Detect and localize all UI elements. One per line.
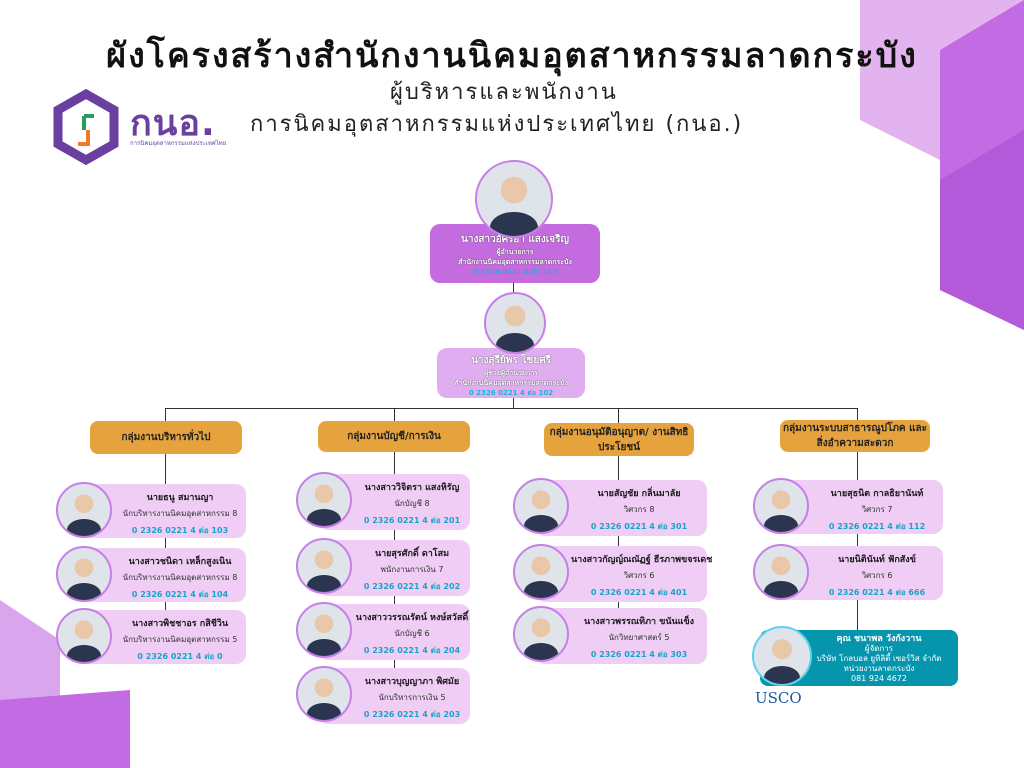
staff-position: วิศวกร 7 (861, 505, 893, 514)
usco-logo: USCO (755, 689, 802, 707)
contractor-photo (752, 626, 812, 686)
staff-position: นักวิทยาศาสตร์ 5 (608, 633, 670, 642)
staff-name: นายสุรศักดิ์ ดาโสม (374, 549, 450, 559)
connector (394, 408, 395, 422)
staff-position: นักบัญชี 6 (394, 629, 430, 638)
assistant-name: นางสุรีย์พร โชยศรี (471, 355, 551, 366)
staff-position: วิศวกร 6 (861, 571, 893, 580)
contractor-unit: หน่วยงานลาดกระบัง (843, 664, 915, 673)
director-phone: 0 2326 0221 4 ต่อ 111 (472, 268, 558, 276)
staff-card: นายธนู สมานญานักบริหารงานนิคมอุตสาหกรรม … (78, 484, 246, 538)
staff-photo (296, 602, 352, 658)
staff-photo (296, 472, 352, 528)
staff-photo (513, 478, 569, 534)
staff-position: นักบริหารงานนิคมอุตสาหกรรม 8 (122, 573, 238, 582)
connector (857, 452, 858, 632)
staff-phone: 0 2326 0221 4 ต่อ 104 (131, 590, 229, 599)
group-header: กลุ่มงานอนุมัติอนุญาต/ งานสิทธิประโยชน์ (544, 423, 694, 456)
staff-phone: 0 2326 0221 4 ต่อ 303 (590, 650, 688, 659)
staff-photo (56, 546, 112, 602)
contractor-company: บริษัท โกลบอล ยูทิลิตี้ เซอร์วิส จำกัด (816, 654, 942, 663)
staff-name: นางสาววิจิตรา แสงหิรัญ (364, 483, 460, 493)
group-header: กลุ่มงานระบบสาธารณูปโภค และสิ่งอำความสะด… (780, 420, 930, 452)
group-header: กลุ่มงานบริหารทั่วไป (90, 421, 242, 454)
staff-position: วิศวกร 6 (623, 571, 655, 580)
staff-position: นักบัญชี 8 (394, 499, 430, 508)
contractor-name: คุณ ชนาพล วังกังวาน (836, 634, 922, 644)
staff-name: นางสาวพิชชาอร กสิชีวิน (131, 619, 229, 629)
staff-name: นายนิตินันท์ ฟักสังข์ (838, 555, 916, 565)
staff-phone: 0 2326 0221 4 ต่อ 666 (828, 588, 926, 597)
staff-card: นายสุธนิต กาลธิยานันท์วิศวกร 7 0 2326 022… (775, 480, 943, 534)
staff-position: พนักงานการเงิน 7 (380, 565, 444, 574)
staff-name: นายสัญชัย กลิ่นมาลัย (597, 489, 681, 499)
assistant-director-card: นางสุรีย์พร โชยศรี ผู้ช่วยผู้อำนวยการ สำ… (437, 348, 585, 398)
staff-name: นายสุธนิต กาลธิยานันท์ (830, 489, 924, 499)
staff-phone: 0 2326 0221 4 ต่อ 103 (131, 526, 229, 535)
staff-name: นางสาวชนิดา เหล็กสูงเนิน (128, 557, 232, 567)
staff-photo (513, 544, 569, 600)
staff-name: นายธนู สมานญา (146, 493, 214, 503)
staff-phone: 0 2326 0221 4 ต่อ 0 (137, 652, 223, 661)
staff-name: นางสาวบุญญาภา พิศมัย (364, 677, 460, 687)
page-title: ผังโครงสร้างสำนักงานนิคมอุตสาหกรรมลาดกระ… (106, 36, 918, 76)
staff-phone: 0 2326 0221 4 ต่อ 112 (828, 522, 926, 531)
assistant-office: สำนักงานนิคมอุตสาหกรรมลาดกระบัง (454, 379, 568, 387)
group-header: กลุ่มงานบัญชี/การเงิน (318, 421, 470, 452)
staff-photo (513, 606, 569, 662)
logo-subtitle: การนิคมอุตสาหกรรมแห่งประเทศไทย (130, 140, 227, 147)
page-subtitle: ผู้บริหารและพนักงาน (390, 80, 618, 105)
connector (857, 408, 858, 422)
staff-phone: 0 2326 0221 4 ต่อ 201 (363, 516, 461, 525)
connector (165, 408, 858, 409)
staff-phone: 0 2326 0221 4 ต่อ 401 (590, 588, 688, 597)
staff-photo (56, 608, 112, 664)
connector (165, 408, 166, 422)
hexagon-logo-icon (53, 88, 119, 166)
staff-phone: 0 2326 0221 4 ต่อ 301 (590, 522, 688, 531)
director-office: สำนักงานนิคมอุตสาหกรรมลาดกระบัง (458, 258, 572, 266)
staff-photo (296, 666, 352, 722)
staff-position: นักบริหารงานนิคมอุตสาหกรรม 5 (122, 635, 238, 644)
staff-photo (753, 544, 809, 600)
organization-name: การนิคมอุตสาหกรรมแห่งประเทศไทย (กนอ.) (250, 112, 744, 137)
assistant-phone: 0 2326 0221 4 ต่อ 102 (468, 389, 554, 397)
connector (618, 408, 619, 424)
staff-position: วิศวกร 8 (623, 505, 655, 514)
staff-photo (753, 478, 809, 534)
staff-photo (56, 482, 112, 538)
staff-position: นักบริหารงานนิคมอุตสาหกรรม 8 (122, 509, 238, 518)
assistant-position: ผู้ช่วยผู้อำนวยการ (484, 369, 538, 377)
staff-phone: 0 2326 0221 4 ต่อ 202 (363, 582, 461, 591)
logo-wordmark: กนอ. (130, 103, 216, 144)
staff-name: นางสาววรรณรัตน์ หงษ์สวัสดิ์ (355, 613, 469, 623)
director-name: นางสาวอัศริยา แสงเจริญ (461, 234, 569, 245)
ieat-logo: กนอ. การนิคมอุตสาหกรรมแห่งประเทศไทย (44, 86, 234, 170)
staff-phone: 0 2326 0221 4 ต่อ 204 (363, 646, 461, 655)
contractor-phone: 081 924 4672 (851, 674, 907, 683)
connector (513, 398, 514, 408)
contractor-position: ผู้จัดการ (864, 644, 894, 653)
staff-name: นางสาวกัญญ์ณณัฏฐ์ ธีรภาพขจรเดช (571, 555, 713, 565)
staff-name: นางสาวพรรณทิภา ขนันแข็ง (583, 617, 694, 627)
staff-photo (296, 538, 352, 594)
staff-phone: 0 2326 0221 4 ต่อ 203 (363, 710, 461, 719)
assistant-photo (484, 292, 546, 354)
director-photo (475, 160, 553, 238)
director-position: ผู้อำนวยการ (496, 248, 534, 256)
staff-position: นักบริหารการเงิน 5 (378, 693, 446, 702)
